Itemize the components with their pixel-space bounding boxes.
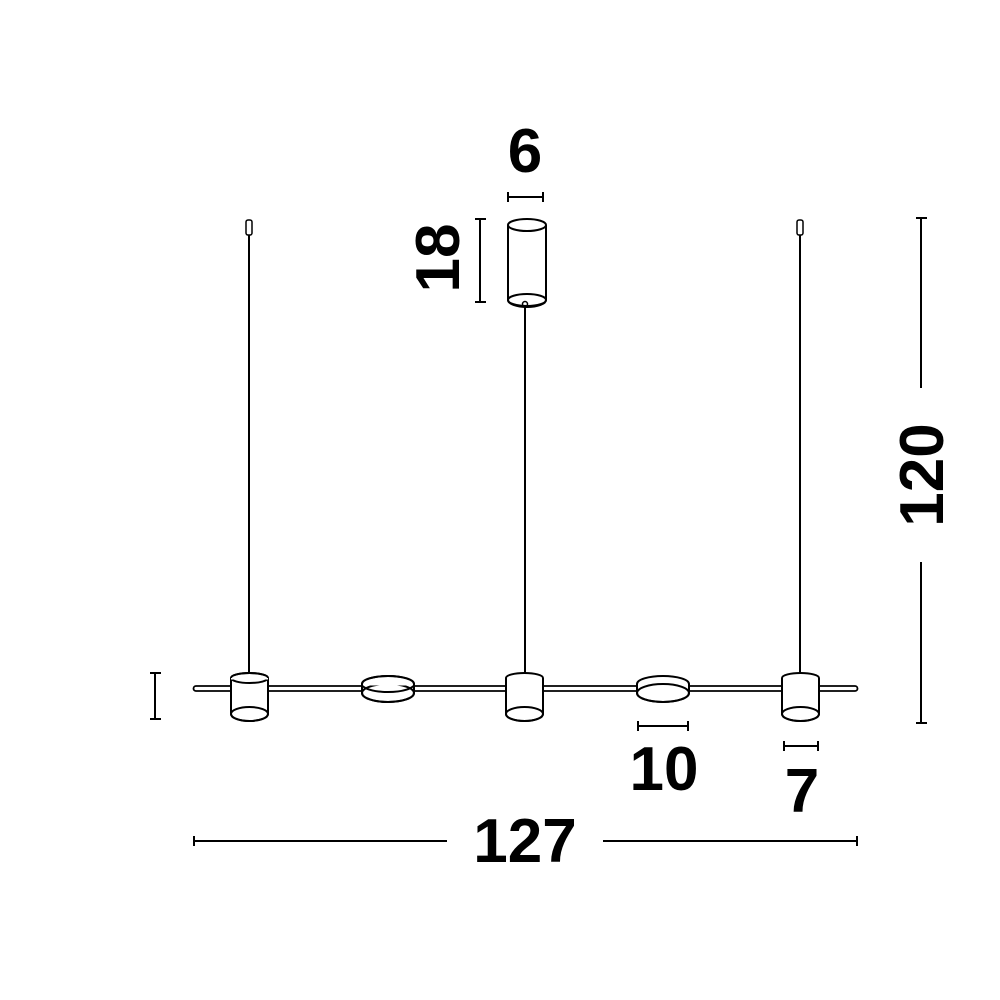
ceiling-canopy bbox=[507, 218, 547, 308]
cylinder-light-head-right bbox=[781, 672, 820, 722]
cylinder-light-head-center bbox=[505, 672, 544, 722]
label-disc-diameter: 10 bbox=[630, 735, 699, 804]
cable-anchor-left bbox=[245, 219, 253, 236]
dimension-line-total-height bbox=[916, 217, 927, 724]
label-cylinder-diameter: 7 bbox=[785, 757, 819, 826]
dimension-line-disc-diameter bbox=[637, 721, 689, 731]
label-canopy-width: 6 bbox=[508, 117, 542, 186]
dimension-line-canopy-height bbox=[475, 218, 486, 303]
dimension-line-canopy-width bbox=[507, 192, 544, 202]
cylinder-light-head-left bbox=[230, 672, 269, 722]
dimension-line-cylinder-diameter bbox=[783, 741, 819, 751]
dimension-line-total-length bbox=[193, 836, 858, 846]
disc-light-head-right bbox=[636, 675, 690, 703]
cable-anchor-right bbox=[796, 219, 804, 236]
disc-light-head-left bbox=[361, 675, 415, 703]
label-total-height: 120 bbox=[888, 423, 957, 526]
label-canopy-height: 18 bbox=[404, 224, 473, 293]
label-total-length: 127 bbox=[473, 807, 576, 876]
dimension-line-cylinder-height bbox=[150, 672, 161, 720]
